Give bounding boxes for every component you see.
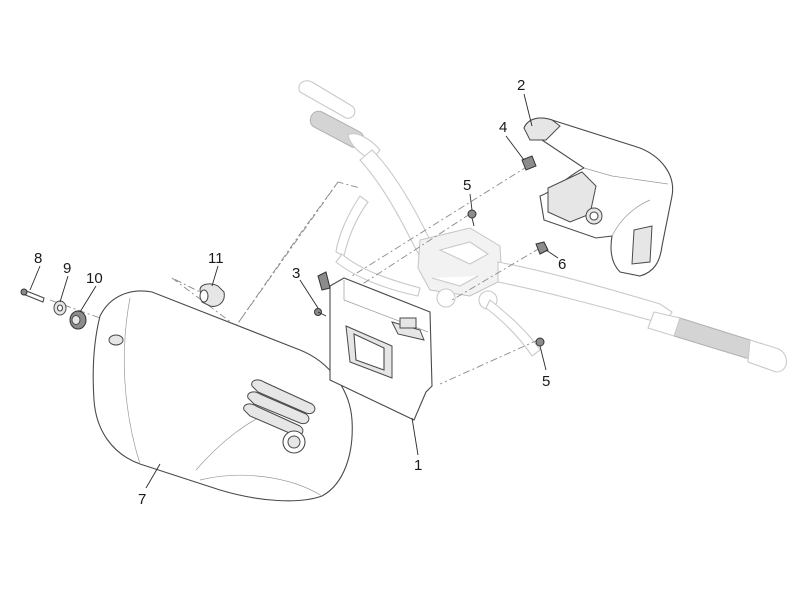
callout-5-upper: 5 xyxy=(463,177,471,194)
callout-11: 11 xyxy=(208,250,224,267)
callout-10: 10 xyxy=(86,270,103,287)
screw-part-5-upper xyxy=(467,209,477,227)
callout-5-lower: 5 xyxy=(542,373,550,390)
grommet-part-11 xyxy=(199,283,225,307)
callout-3: 3 xyxy=(292,265,300,282)
screw-part-5-lower xyxy=(535,337,545,347)
washer-part-9 xyxy=(53,300,67,316)
callout-9: 9 xyxy=(63,260,71,277)
instrument-support-panel xyxy=(317,271,433,421)
front-handlebar-cover xyxy=(523,117,674,277)
leader-lines xyxy=(29,93,559,489)
callout-8: 8 xyxy=(34,250,42,267)
bolt-part-8 xyxy=(20,288,45,303)
nut-part-6 xyxy=(535,241,549,255)
right-grip xyxy=(668,316,757,359)
vent-slots xyxy=(243,379,316,437)
callout-7: 7 xyxy=(138,491,146,508)
spacer-part-10 xyxy=(69,310,87,330)
callout-1: 1 xyxy=(414,457,422,474)
clip-part-4 xyxy=(521,155,537,171)
callout-2: 2 xyxy=(517,77,525,94)
handlebar-ghost xyxy=(298,80,788,373)
rear-handlebar-cover xyxy=(92,290,353,502)
callout-6: 6 xyxy=(558,256,566,273)
callout-labels: 1 2 3 4 5 5 6 7 8 9 10 11 xyxy=(34,77,566,508)
callout-4: 4 xyxy=(499,119,507,136)
screw-part-3 xyxy=(314,308,327,317)
